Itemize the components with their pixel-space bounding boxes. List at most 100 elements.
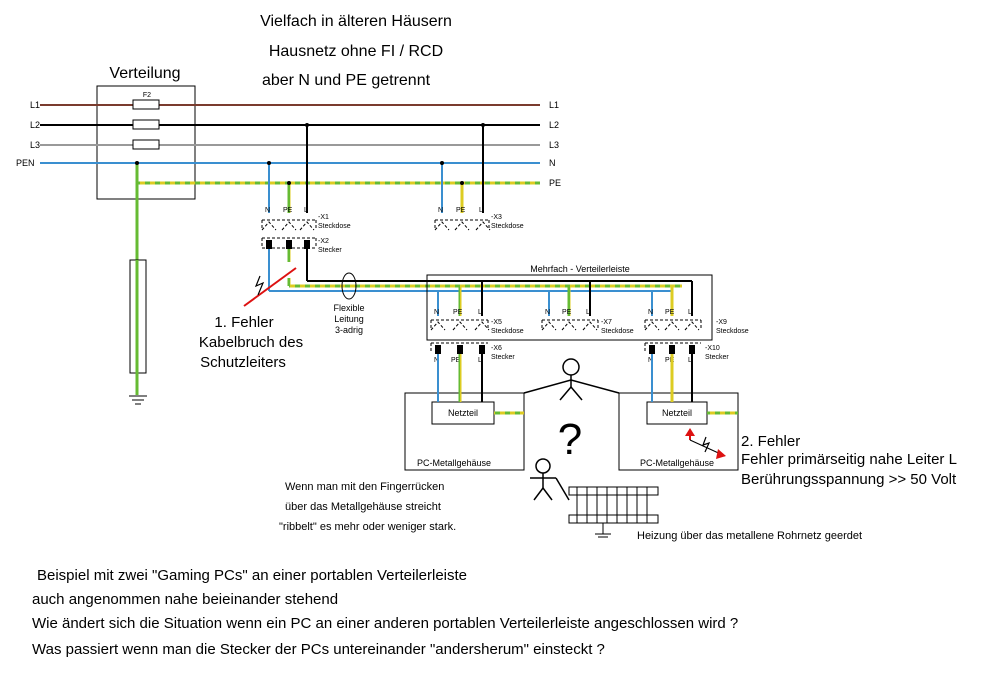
plug-type: Stecker xyxy=(705,354,729,361)
pin-n: N xyxy=(648,357,653,364)
cable-sleeve xyxy=(341,272,357,300)
cable-label-1: Flexible xyxy=(333,303,364,313)
heater-note: Heizung über das metallene Rohrnetz geer… xyxy=(637,530,862,542)
socket-x7: N PE L -X7 Steckdose xyxy=(541,309,634,335)
socket-type: Steckdose xyxy=(491,328,524,335)
footer-line-2: auch angenommen nahe beieinander stehend xyxy=(32,591,338,608)
left-label-pen: PEN xyxy=(16,158,35,168)
fault2-marker xyxy=(685,428,726,459)
pc1-case-label: PC-Metallgehäuse xyxy=(417,458,491,468)
distribution-title: Verteilung xyxy=(109,65,180,82)
left-label-l1: L1 xyxy=(30,100,40,110)
fault1-line-1: 1. Fehler xyxy=(214,314,273,331)
right-label-l2: L2 xyxy=(549,120,559,130)
footer-line-3: Wie ändert sich die Situation wenn ein P… xyxy=(32,615,738,632)
pin-l: L xyxy=(304,207,308,214)
pin-l: L xyxy=(688,357,692,364)
person-top-icon xyxy=(523,358,620,401)
distribution-box xyxy=(96,85,196,200)
socket-id: -X9 xyxy=(716,319,727,326)
socket-type: Steckdose xyxy=(318,223,351,230)
pin-n: N xyxy=(545,309,550,316)
header-line-1: Vielfach in älteren Häusern xyxy=(260,13,452,30)
right-label-n: N xyxy=(549,158,556,168)
socket-type: Steckdose xyxy=(491,223,524,230)
header-line-3: aber N und PE getrennt xyxy=(262,72,431,89)
plug-x2: -X2 Stecker xyxy=(261,237,342,254)
fuse-l2 xyxy=(132,119,160,130)
fuse-l3 xyxy=(132,139,160,150)
lightning-icon xyxy=(254,275,265,296)
plug-type: Stecker xyxy=(491,354,515,361)
plug-id: -X10 xyxy=(705,345,720,352)
plug-pin xyxy=(266,240,272,249)
pc2-psu-label: Netzteil xyxy=(662,408,692,418)
socket-type: Steckdose xyxy=(716,328,749,335)
powerstrip-box xyxy=(426,274,713,341)
powerstrip-title: Mehrfach - Verteilerleiste xyxy=(530,264,630,274)
left-label-l3: L3 xyxy=(30,140,40,150)
fault1-line-3: Schutzleiters xyxy=(200,354,286,371)
node xyxy=(267,161,271,165)
header-line-2: Hausnetz ohne FI / RCD xyxy=(269,43,443,60)
socket-x9: N PE L -X9 Steckdose xyxy=(644,309,749,335)
question-mark: ? xyxy=(558,415,582,464)
pin-l: L xyxy=(688,309,692,316)
fuse-label: F2 xyxy=(143,92,151,99)
right-label-l3: L3 xyxy=(549,140,559,150)
pin-n: N xyxy=(438,207,443,214)
pc1-psu-label: Netzteil xyxy=(448,408,478,418)
socket-id: -X7 xyxy=(601,319,612,326)
touch-note-2: über das Metallgehäuse streicht xyxy=(285,501,441,513)
node xyxy=(481,123,485,127)
pin-pe: PE xyxy=(665,357,675,364)
socket-symbol xyxy=(434,219,491,231)
node xyxy=(305,123,309,127)
pin-l: L xyxy=(479,207,483,214)
pin-pe: PE xyxy=(665,309,675,316)
touch-note-1: Wenn man mit den Fingerrücken xyxy=(285,481,444,493)
right-label-l1: L1 xyxy=(549,100,559,110)
pin-n: N xyxy=(265,207,270,214)
pin-pe: PE xyxy=(562,309,572,316)
plug-symbol xyxy=(261,237,317,249)
plug-pin xyxy=(304,240,310,249)
socket-x5: N PE L -X5 Steckdose xyxy=(430,309,524,335)
pin-l: L xyxy=(478,309,482,316)
heater-icon xyxy=(568,486,659,538)
right-label-pe: PE xyxy=(549,178,561,188)
socket-type: Steckdose xyxy=(601,328,634,335)
touch-note-3: "ribbelt" es mehr oder weniger stark. xyxy=(279,521,456,533)
pin-n: N xyxy=(434,357,439,364)
plug-id: -X6 xyxy=(491,345,502,352)
fault2-line-1: 2. Fehler xyxy=(741,433,800,450)
pin-l: L xyxy=(478,357,482,364)
fault2-line-2: Fehler primärseitig nahe Leiter L xyxy=(741,451,957,468)
footer-line-1: Beispiel mit zwei "Gaming PCs" an einer … xyxy=(37,567,467,584)
cable-label-2: Leitung xyxy=(334,314,364,324)
pin-pe: PE xyxy=(453,309,463,316)
pin-pe: PE xyxy=(451,357,461,364)
pin-pe: PE xyxy=(456,207,466,214)
socket-x3: N PE L -X3 Steckdose xyxy=(434,207,524,231)
strip-drops xyxy=(437,281,693,316)
pc2-case xyxy=(618,392,739,471)
plug-id: -X2 xyxy=(318,238,329,245)
node xyxy=(460,181,464,185)
fault1-marker xyxy=(243,267,297,307)
socket-id: -X3 xyxy=(491,214,502,221)
pc1-case xyxy=(404,392,525,471)
plug-pin xyxy=(286,240,292,249)
person-bottom-icon xyxy=(530,458,556,501)
plug-x10: N PE L -X10 Stecker xyxy=(644,342,729,364)
socket-symbol xyxy=(261,219,317,231)
pin-n: N xyxy=(648,309,653,316)
node xyxy=(440,161,444,165)
pen-node xyxy=(135,161,139,165)
node xyxy=(287,181,291,185)
fault2-line-3: Berührungsspannung >> 50 Volt xyxy=(741,471,957,488)
plug-type: Stecker xyxy=(318,247,342,254)
cable-label-3: 3-adrig xyxy=(335,325,363,335)
